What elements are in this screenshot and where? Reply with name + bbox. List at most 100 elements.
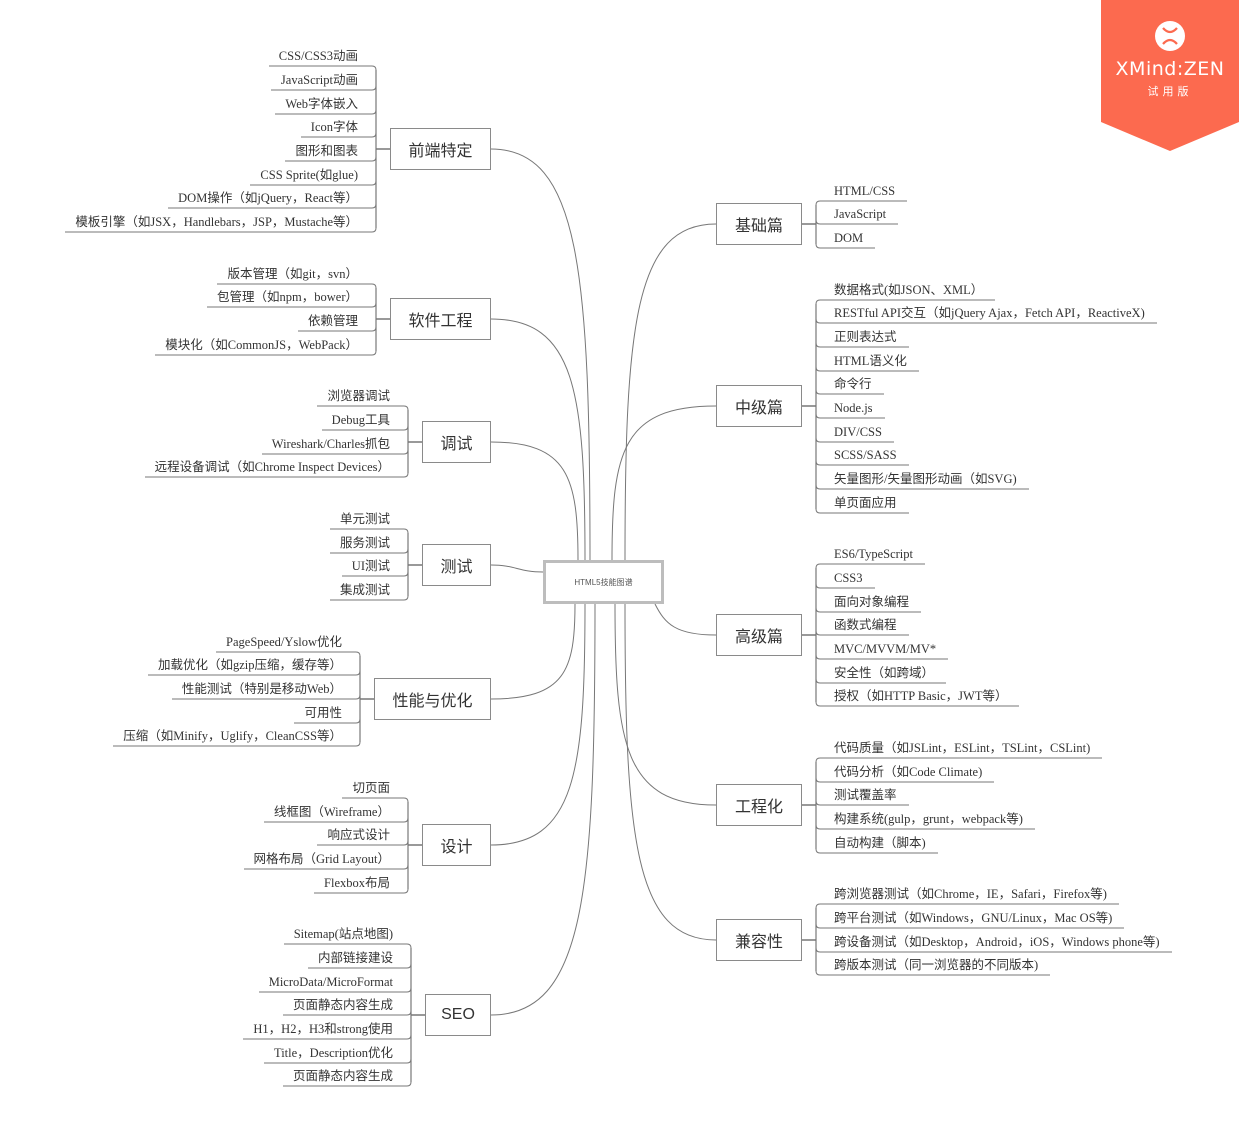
- subtopic[interactable]: MicroData/MicroFormat: [268, 975, 393, 989]
- subtopic[interactable]: 数据格式(如JSON、XML）: [834, 283, 984, 297]
- subtopic[interactable]: 面向对象编程: [834, 595, 910, 609]
- subtopic[interactable]: 页面静态内容生成: [292, 998, 393, 1012]
- subtopic[interactable]: SCSS/SASS: [834, 448, 897, 462]
- subtopic[interactable]: 依赖管理: [307, 314, 358, 328]
- subtopic[interactable]: MVC/MVVM/MV*: [834, 642, 937, 656]
- subtopic[interactable]: 可用性: [304, 706, 342, 720]
- xmind-logo-icon: [1155, 21, 1185, 51]
- subtopic-underline: [216, 651, 361, 657]
- subtopic[interactable]: 构建系统(gulp，grunt，webpack等): [834, 812, 1023, 826]
- subtopic[interactable]: ES6/TypeScript: [834, 547, 913, 561]
- subtopic[interactable]: CSS/CSS3动画: [278, 49, 358, 63]
- subtopic[interactable]: 单页面应用: [834, 496, 897, 510]
- subtopic-underline: [275, 109, 377, 115]
- subtopic-underline: [815, 923, 1124, 929]
- subtopic-underline: [815, 460, 909, 466]
- subtopic[interactable]: 页面静态内容生成: [292, 1069, 393, 1083]
- subtopic[interactable]: H1，H2，H3和strong使用: [253, 1022, 393, 1036]
- subtopic[interactable]: 正则表达式: [834, 330, 897, 344]
- subtopic[interactable]: 模板引擎（如JSX，Handlebars，JSP，Mustache等）: [75, 215, 358, 229]
- subtopic-underline: [330, 528, 409, 534]
- subtopic-underline: [301, 132, 377, 138]
- subtopic[interactable]: JavaScript: [834, 207, 887, 221]
- subtopic[interactable]: Wireshark/Charles抓包: [271, 437, 390, 451]
- subtopic[interactable]: 跨平台测试（如Windows，GNU/Linux，Mac OS等): [834, 911, 1113, 925]
- branch-topic[interactable]: SEO: [425, 994, 491, 1036]
- subtopic[interactable]: Debug工具: [331, 413, 390, 427]
- subtopic[interactable]: 模块化（如CommonJS，WebPack）: [165, 338, 358, 352]
- branch-connector: [490, 564, 544, 573]
- subtopic[interactable]: 版本管理（如git，svn）: [227, 267, 358, 281]
- subtopic[interactable]: HTML语义化: [834, 354, 907, 368]
- branch-topic[interactable]: 兼容性: [716, 919, 802, 961]
- subtopic-underline: [244, 864, 409, 870]
- subtopic-underline: [283, 1081, 412, 1087]
- branch-topic[interactable]: 前端特定: [390, 128, 491, 170]
- branch-topic[interactable]: 调试: [422, 421, 491, 463]
- subtopic-underline: [322, 425, 409, 431]
- subtopic[interactable]: 网格布局（Grid Layout）: [253, 852, 390, 866]
- subtopic[interactable]: 远程设备调试（如Chrome Inspect Devices）: [154, 460, 390, 474]
- subtopic[interactable]: 内部链接建设: [317, 951, 393, 965]
- branch-topic[interactable]: 性能与优化: [374, 678, 491, 720]
- branch-connector: [624, 223, 717, 561]
- subtopic-underline: [815, 583, 875, 589]
- branch-topic[interactable]: 测试: [422, 544, 491, 586]
- subtopic[interactable]: Node.js: [834, 401, 873, 415]
- branch-topic[interactable]: 工程化: [716, 784, 802, 826]
- subtopic[interactable]: Title，Description优化: [274, 1046, 393, 1060]
- subtopic[interactable]: 跨版本测试（同一浏览器的不同版本): [834, 958, 1039, 972]
- subtopic[interactable]: 切页面: [352, 781, 390, 795]
- subtopic[interactable]: 自动构建（脚本): [834, 836, 926, 850]
- subtopic[interactable]: 安全性（如跨域）: [834, 666, 935, 680]
- branch-topic[interactable]: 高级篇: [716, 614, 802, 656]
- subtopic[interactable]: HTML/CSS: [834, 184, 896, 198]
- subtopic[interactable]: 包管理（如npm，bower）: [217, 290, 358, 304]
- subtopic[interactable]: 授权（如HTTP Basic，JWT等）: [834, 689, 1008, 703]
- subtopic[interactable]: 服务测试: [339, 536, 390, 550]
- subtopic[interactable]: 函数式编程: [834, 618, 897, 632]
- subtopic[interactable]: 跨浏览器测试（如Chrome，IE，Safari，Firefox等): [834, 887, 1107, 901]
- subtopic[interactable]: Sitemap(站点地图): [293, 927, 393, 941]
- central-topic-label: HTML5技能图谱: [574, 577, 633, 587]
- subtopic[interactable]: 测试覆盖率: [834, 788, 897, 802]
- subtopic-underline: [815, 678, 946, 684]
- subtopic[interactable]: 代码质量（如JSLint，ESLint，TSLint，CSLint): [834, 741, 1091, 755]
- branch-topic[interactable]: 基础篇: [716, 203, 802, 245]
- subtopic[interactable]: CSS3: [834, 571, 863, 585]
- branch-topic[interactable]: 设计: [422, 824, 491, 866]
- subtopic[interactable]: 压缩（如Minify，Uglify，CleanCSS等）: [123, 729, 342, 743]
- subtopic[interactable]: 命令行: [834, 377, 872, 391]
- subtopic[interactable]: CSS Sprite(如glue): [260, 168, 358, 182]
- subtopic[interactable]: DOM: [834, 231, 864, 245]
- subtopic[interactable]: UI测试: [351, 559, 390, 573]
- subtopic[interactable]: Icon字体: [310, 120, 358, 134]
- subtopic[interactable]: 线框图（Wireframe）: [273, 805, 390, 819]
- subtopic[interactable]: RESTful API交互（如jQuery Ajax，Fetch API，Rea…: [834, 306, 1145, 320]
- subtopic-underline: [330, 548, 409, 554]
- subtopic[interactable]: 响应式设计: [327, 828, 390, 842]
- subtopic[interactable]: PageSpeed/Yslow优化: [226, 635, 342, 649]
- subtopic[interactable]: 集成测试: [339, 583, 390, 597]
- subtopic[interactable]: JavaScript动画: [280, 73, 358, 87]
- subtopic-underline: [65, 227, 377, 233]
- subtopic-underline: [815, 654, 948, 660]
- subtopic[interactable]: 浏览器调试: [327, 389, 390, 403]
- branch-topic[interactable]: 软件工程: [390, 298, 491, 340]
- subtopic[interactable]: 图形和图表: [295, 144, 358, 158]
- subtopic[interactable]: DOM操作（如jQuery，React等）: [178, 191, 358, 205]
- subtopic[interactable]: DIV/CSS: [834, 425, 882, 439]
- branch-topic[interactable]: 中级篇: [716, 385, 802, 427]
- subtopic[interactable]: 跨设备测试（如Desktop，Android，iOS，Windows phone…: [834, 935, 1160, 949]
- subtopic[interactable]: 单元测试: [339, 512, 390, 526]
- subtopic[interactable]: 矢量图形/矢量图形动画（如SVG): [834, 472, 1017, 486]
- subtopic[interactable]: 性能测试（特别是移动Web）: [181, 682, 342, 696]
- subtopic-underline: [330, 595, 409, 601]
- central-topic[interactable]: HTML5技能图谱: [543, 560, 664, 604]
- subtopic[interactable]: 加载优化（如gzip压缩，缓存等）: [157, 658, 342, 672]
- subtopic[interactable]: 代码分析（如Code Climate): [834, 765, 983, 779]
- subtopic-underline: [243, 1034, 412, 1040]
- subtopic[interactable]: Flexbox布局: [324, 876, 390, 890]
- subtopic-underline: [259, 987, 412, 993]
- subtopic[interactable]: Web字体嵌入: [285, 97, 358, 111]
